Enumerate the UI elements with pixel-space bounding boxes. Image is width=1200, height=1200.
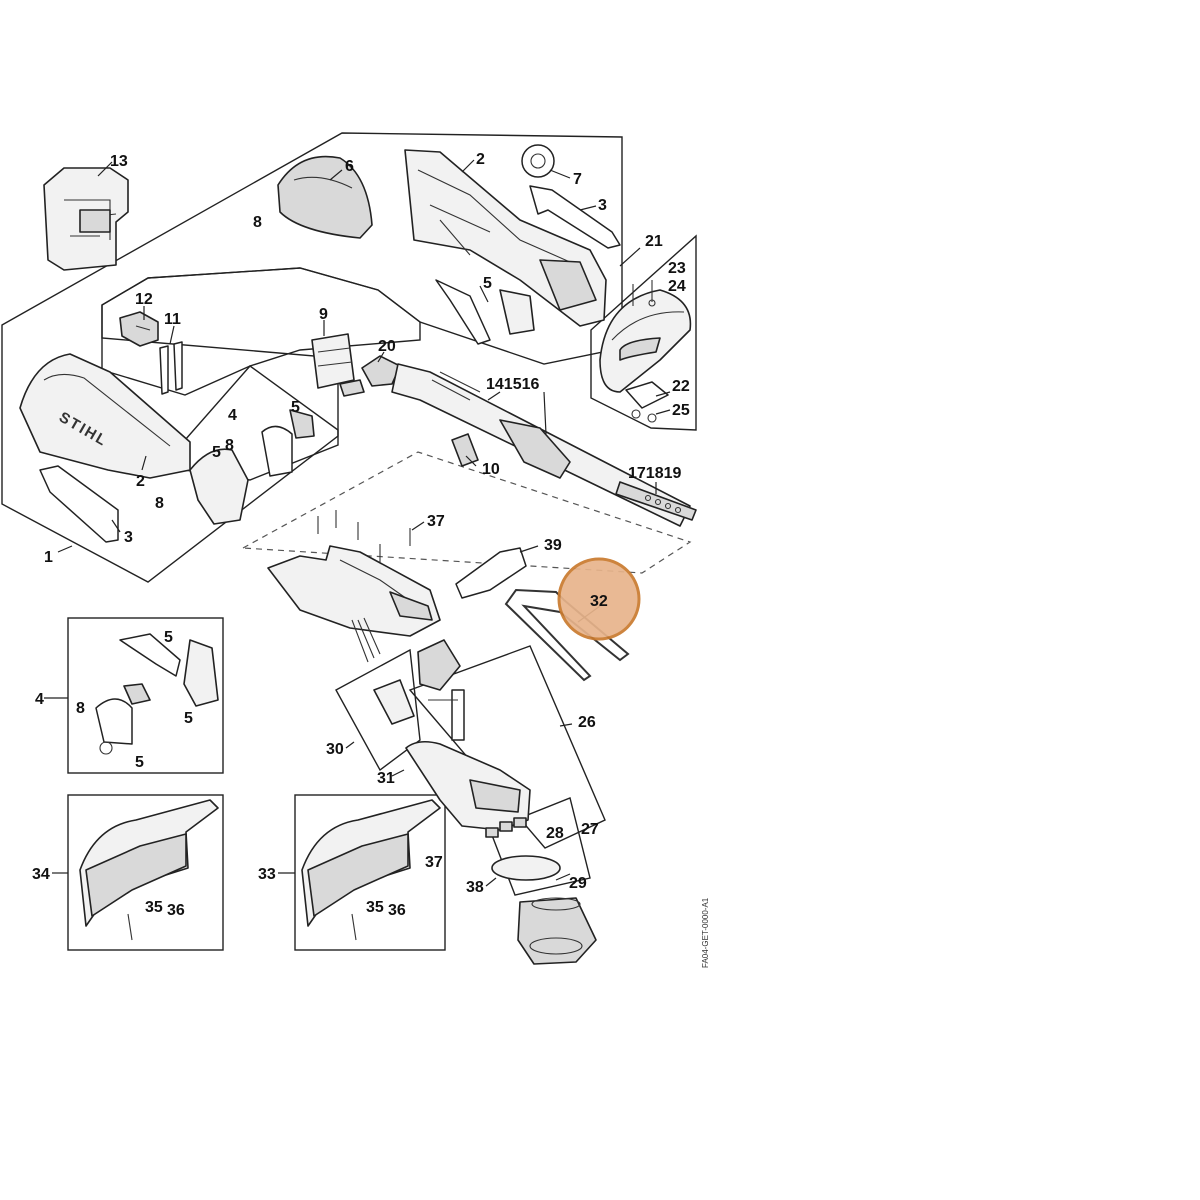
callout-5-top: 5 [483, 275, 492, 292]
callout-5-switch-b: 5 [212, 444, 221, 461]
screws-37-part [317, 510, 411, 562]
group-box-shaft [240, 451, 692, 574]
callout-38: 38 [466, 879, 484, 896]
group-box-handle-parts [101, 267, 421, 396]
callout-8-top: 8 [253, 214, 262, 231]
shaft-assembly-part [361, 355, 691, 527]
callout-13: 13 [110, 153, 128, 170]
callout-8-detail: 8 [76, 700, 85, 717]
leader-lines [44, 159, 671, 887]
callout-12: 12 [135, 291, 153, 308]
group-box-guard [590, 234, 697, 431]
callout-30: 30 [326, 741, 344, 758]
guard-clamp-part [625, 381, 669, 423]
drawing-code: FA04-GET-0000-A1 [701, 897, 710, 968]
callout-33: 33 [258, 866, 276, 883]
callout-2-left: 2 [136, 473, 145, 490]
callout-20: 20 [378, 338, 396, 355]
callout-23: 23 [668, 260, 686, 277]
highlight-32[interactable] [557, 557, 641, 641]
blades-part [485, 817, 527, 838]
deflector-34-part [79, 799, 219, 941]
callout-36-box33: 36 [388, 902, 406, 919]
deflector-guard-part [599, 289, 692, 393]
plug-part [451, 433, 479, 467]
callout-7: 7 [573, 171, 582, 188]
switch-part [119, 311, 159, 347]
callout-5-detail-c: 5 [135, 754, 144, 771]
housing-half-top-part [404, 149, 607, 345]
callout-3-left: 3 [124, 529, 133, 546]
callout-8-left: 8 [155, 495, 164, 512]
callout-31: 31 [377, 770, 395, 787]
mowing-head-part [491, 855, 597, 965]
callout-39: 39 [544, 537, 562, 554]
callout-29: 29 [569, 875, 587, 892]
callout-35-box33: 35 [366, 899, 384, 916]
trigger-group-top-part [189, 409, 315, 525]
cover-strip-top-part [529, 185, 621, 249]
callout-8-switch: 8 [225, 437, 234, 454]
deflector-33-part [301, 799, 441, 941]
detail-4-parts [95, 633, 219, 755]
group-box-mount [335, 648, 421, 772]
callout-labels: 13 6 2 7 3 8 21 23 24 5 12 11 9 20 14151… [32, 151, 690, 919]
motor-cover-part [277, 155, 373, 239]
callout-27: 27 [581, 821, 599, 838]
callout-37-detail: 37 [425, 854, 443, 871]
rear-handle-part [267, 545, 441, 663]
callout-6: 6 [345, 158, 354, 175]
callout-11: 11 [164, 311, 181, 328]
callout-9: 9 [319, 306, 328, 323]
callout-24: 24 [668, 278, 686, 295]
callout-34: 34 [32, 866, 50, 883]
callout-35-box34: 35 [145, 899, 163, 916]
callout-3-top: 3 [598, 197, 607, 214]
callout-14-15-16: 141516 [486, 376, 539, 393]
callout-5-detail-a: 5 [164, 629, 173, 646]
label-plate-part [615, 481, 697, 521]
callout-17-18-19: 171819 [628, 465, 681, 482]
callout-22: 22 [672, 378, 690, 395]
loop-handle-bracket-part [455, 547, 527, 599]
callout-4-detail: 4 [35, 691, 44, 708]
housing-half-left-part: STIHL [19, 353, 191, 479]
spring-leaf-part [159, 341, 183, 395]
callout-5-detail-b: 5 [184, 710, 193, 727]
callout-25: 25 [672, 402, 690, 419]
callout-26: 26 [578, 714, 596, 731]
gear-head-part [417, 639, 465, 741]
highlight-circle[interactable] [557, 557, 641, 641]
callout-21: 21 [645, 233, 663, 250]
washer-part [521, 144, 555, 178]
detail-box-4 [67, 617, 224, 774]
loop-handle-part [504, 588, 630, 682]
guard-screws-part [632, 280, 656, 307]
mount-bracket-part [373, 679, 415, 725]
cover-strip-left-part [39, 465, 119, 543]
callout-32-highlight: 32 [590, 593, 608, 610]
callout-5-switch-a: 5 [291, 399, 300, 416]
callout-2-top: 2 [476, 151, 485, 168]
part-illustrations: STIHL [19, 144, 697, 965]
callout-4-top: 4 [228, 407, 237, 424]
callout-36-box34: 36 [167, 902, 185, 919]
battery-cover-part [43, 167, 129, 271]
callout-1: 1 [44, 549, 53, 566]
battery-box-part [311, 333, 365, 397]
callout-10: 10 [482, 461, 500, 478]
callout-28: 28 [546, 825, 564, 842]
callout-37-shaft: 37 [427, 513, 445, 530]
